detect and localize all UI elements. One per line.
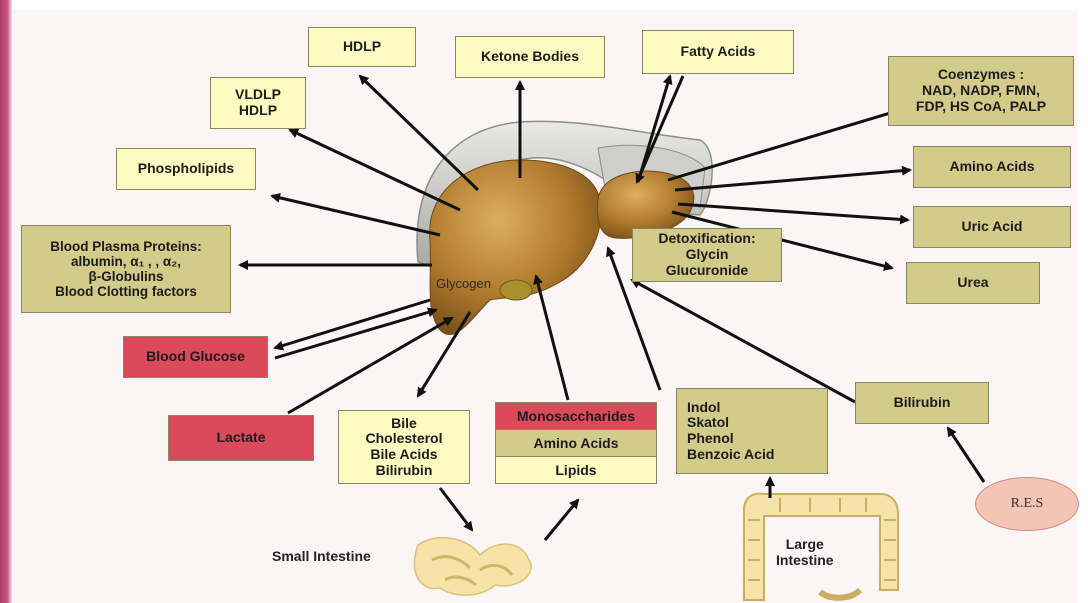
- ketone-bodies-box: Ketone Bodies: [455, 36, 605, 78]
- bilirubin-right-box: Bilirubin: [855, 382, 989, 424]
- small-intestine-label: Small Intestine: [272, 548, 371, 564]
- blood-glucose-box: Blood Glucose: [123, 336, 268, 378]
- detoxification-box: Detoxification: Glycin Glucuronide: [632, 228, 782, 282]
- glycogen-label: Glycogen: [436, 277, 491, 292]
- monosaccharides-label: Monosaccharides: [496, 403, 656, 430]
- phospholipids-box: Phospholipids: [116, 148, 256, 190]
- nutrient-stack-box: Monosaccharides Amino Acids Lipids: [495, 402, 657, 484]
- amino-acids-right-box: Amino Acids: [913, 146, 1071, 188]
- fatty-acids-box: Fatty Acids: [642, 30, 794, 74]
- blood-plasma-proteins-box: Blood Plasma Proteins: albumin, α₁ , , α…: [21, 225, 231, 313]
- liver-left-lobe: [430, 160, 601, 335]
- large-intestine-label: Large Intestine: [776, 536, 834, 568]
- small-intestine-shape: [414, 538, 531, 596]
- uric-acid-box: Uric Acid: [913, 206, 1071, 248]
- bile-group-box: Bile Cholesterol Bile Acids Bilirubin: [338, 410, 470, 484]
- amino-acids-middle-label: Amino Acids: [496, 430, 656, 457]
- gallbladder-shape: [500, 280, 532, 300]
- vldlp-hdlp-box: VLDLP HDLP: [210, 77, 306, 129]
- res-ellipse: R.E.S: [975, 477, 1079, 531]
- coenzymes-box: Coenzymes : NAD, NADP, FMN, FDP, HS CoA,…: [888, 56, 1074, 126]
- lactate-box: Lactate: [168, 415, 314, 461]
- indol-group-box: Indol Skatol Phenol Benzoic Acid: [676, 388, 828, 474]
- urea-box: Urea: [906, 262, 1040, 304]
- lipids-label: Lipids: [496, 457, 656, 483]
- hdlp-box: HDLP: [308, 27, 416, 67]
